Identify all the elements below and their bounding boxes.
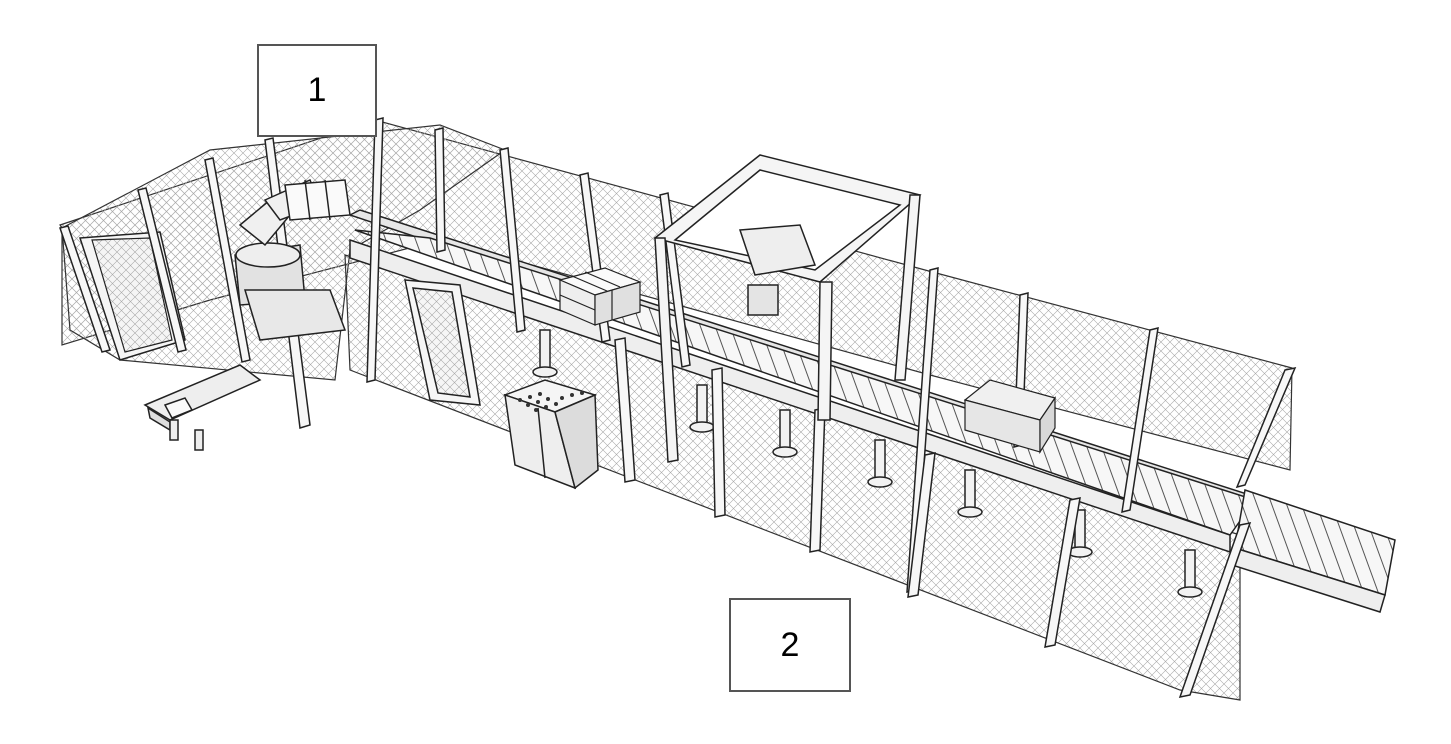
control-cabinet (502, 379, 599, 490)
carton-stack (558, 267, 642, 326)
gantry-frame (653, 154, 922, 463)
callout-label-2: 2 (729, 598, 851, 692)
callout-label-1: 1 (257, 44, 377, 137)
infeed-conveyor (143, 364, 262, 451)
robot-arm (234, 178, 351, 341)
access-doors (404, 279, 481, 406)
conveyor-legs (532, 329, 1203, 598)
single-carton (963, 379, 1056, 455)
